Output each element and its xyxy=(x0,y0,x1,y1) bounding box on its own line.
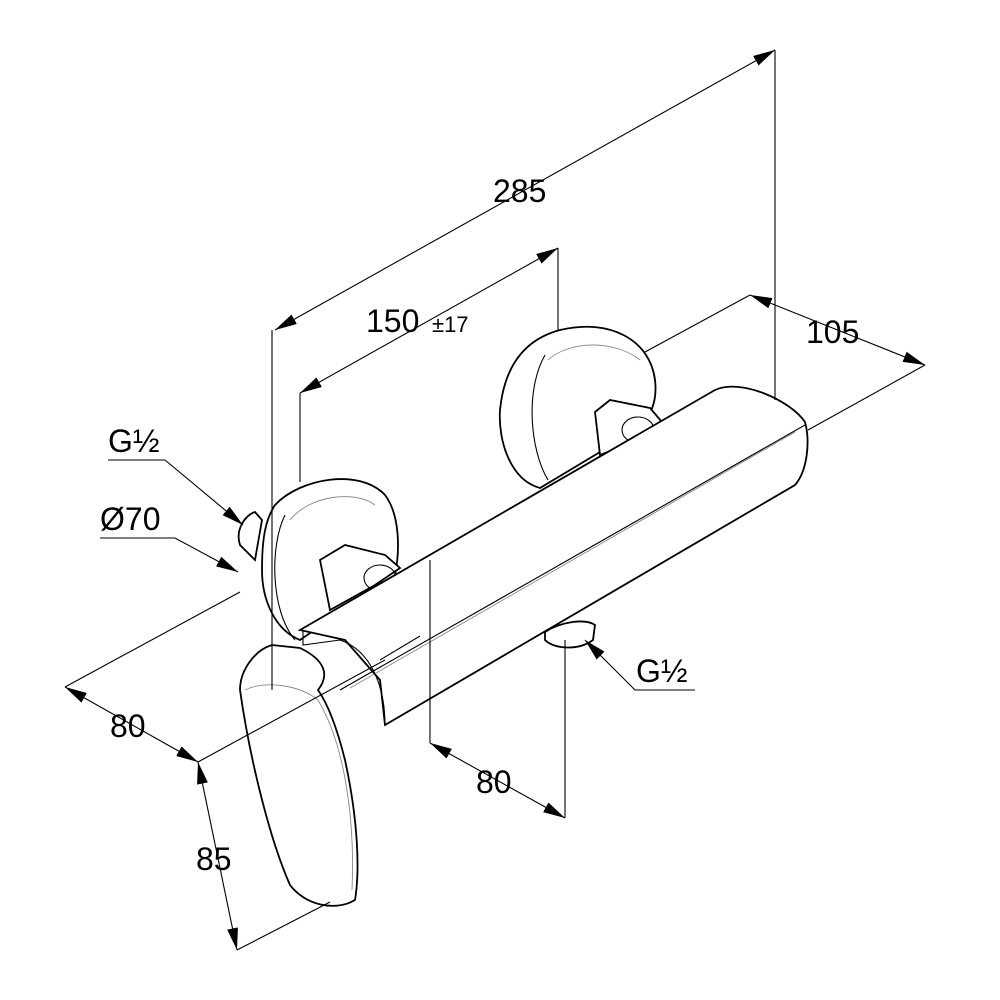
dimension-85-line xyxy=(197,761,238,951)
inlet-thread-leader xyxy=(108,459,244,526)
outlet-thread-leader xyxy=(584,639,695,691)
dimension-150-label: 150 xyxy=(366,303,419,339)
dimension-80-right-label: 80 xyxy=(476,764,512,800)
dimension-150-tolerance: ±17 xyxy=(432,312,469,337)
dimension-80-left-label: 80 xyxy=(110,708,146,744)
inlet-thread-label: G½ xyxy=(108,423,160,459)
dimension-80-left-line xyxy=(64,686,199,763)
dimension-285-label: 285 xyxy=(493,173,546,209)
dimension-80-right-line xyxy=(429,742,566,819)
outlet-thread-label: G½ xyxy=(636,653,688,689)
dimension-85-label: 85 xyxy=(196,841,232,877)
mixer-body xyxy=(297,385,809,727)
dimension-105-line xyxy=(749,294,926,366)
dimension-150-line xyxy=(299,247,559,394)
rosette-diameter-label: Ø70 xyxy=(100,501,160,537)
rosette-diameter-leader xyxy=(100,537,239,573)
dimension-105-label: 105 xyxy=(806,314,859,350)
lever-handle xyxy=(239,644,359,907)
